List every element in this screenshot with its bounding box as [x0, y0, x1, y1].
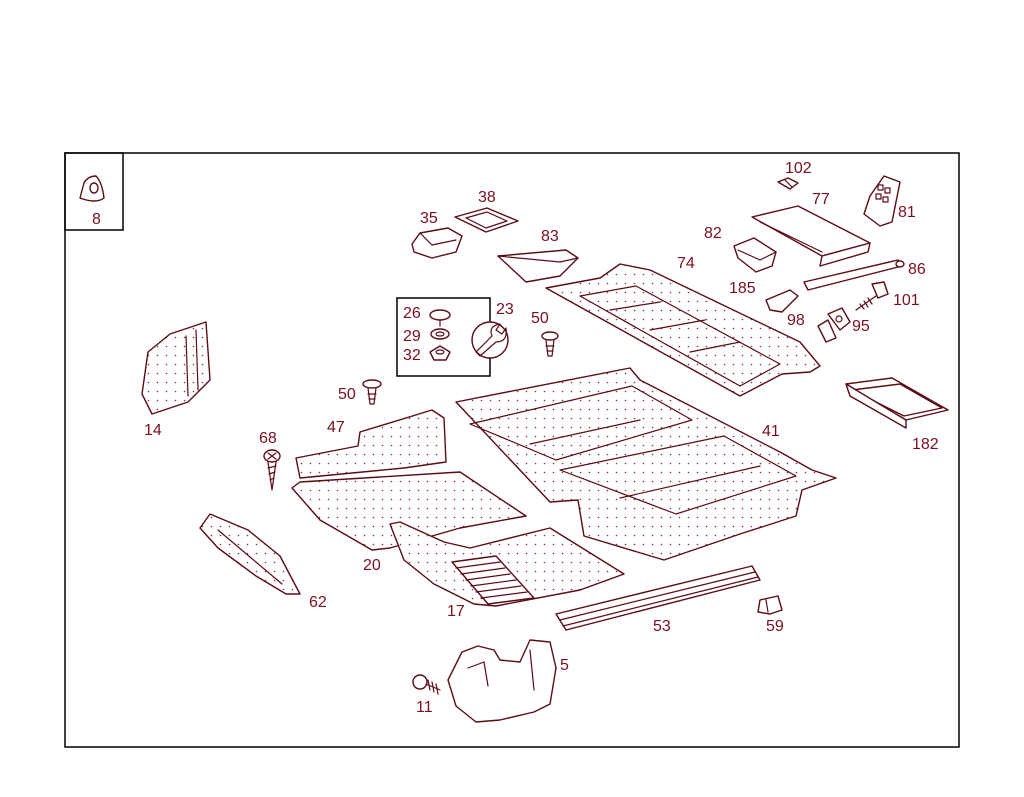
label-part-101: 101: [893, 292, 920, 309]
part-59-clip[interactable]: [757, 595, 783, 615]
label-part-83: 83: [541, 228, 559, 245]
label-part-41: 41: [762, 423, 780, 440]
label-part-185: 185: [729, 280, 756, 297]
part-62-side-trim[interactable]: [199, 513, 301, 595]
label-part-5: 5: [560, 657, 569, 674]
label-part-182: 182: [912, 436, 939, 453]
part-74-rear-panel[interactable]: [545, 263, 821, 397]
part-11-screw[interactable]: [412, 674, 441, 695]
label-part-50-lower: 50: [338, 386, 356, 403]
label-part-23: 23: [496, 301, 514, 318]
label-part-26: 26: [403, 305, 421, 322]
label-part-35: 35: [420, 210, 438, 227]
label-part-95: 95: [852, 318, 870, 335]
part-77-board[interactable]: [751, 205, 871, 267]
label-part-68: 68: [259, 430, 277, 447]
part-14-side-panel[interactable]: [141, 321, 211, 415]
label-part-20: 20: [363, 557, 381, 574]
part-20-floor-mat[interactable]: [291, 471, 527, 551]
label-part-11: 11: [416, 699, 433, 716]
part-8-grommet[interactable]: [79, 175, 105, 202]
label-part-82: 82: [704, 225, 722, 242]
part-102-clip[interactable]: [777, 177, 799, 190]
part-17-front-mat[interactable]: [389, 521, 625, 607]
part-53-sill-strip[interactable]: [555, 565, 761, 631]
part-29-washer[interactable]: [430, 328, 450, 340]
part-38-cover[interactable]: [454, 207, 519, 233]
label-part-47: 47: [327, 419, 345, 436]
part-35-cap[interactable]: [411, 227, 463, 259]
label-part-74: 74: [677, 255, 695, 272]
label-part-32: 32: [403, 347, 421, 364]
part-47-floor-mat[interactable]: [295, 409, 447, 479]
part-23-wrench-icon[interactable]: [471, 321, 509, 359]
label-part-14: 14: [144, 422, 162, 439]
label-part-50-upper: 50: [531, 310, 549, 327]
part-32-nut[interactable]: [429, 345, 451, 361]
part-26-rivet[interactable]: [429, 309, 451, 327]
part-83-tray[interactable]: [497, 249, 579, 283]
part-41-main-carpet[interactable]: [455, 367, 837, 561]
part-95-catch[interactable]: [827, 307, 851, 331]
label-part-86: 86: [908, 261, 926, 278]
label-part-81: 81: [898, 204, 916, 221]
part-50-push-clip-upper[interactable]: [541, 331, 559, 357]
part-5-kick-panel[interactable]: [447, 639, 557, 723]
inset-box-part-8: [64, 152, 124, 231]
part-185-hinge[interactable]: [765, 289, 799, 313]
part-68-screw[interactable]: [263, 449, 281, 491]
label-part-102: 102: [785, 160, 812, 177]
label-part-98: 98: [787, 312, 805, 329]
label-part-53: 53: [653, 618, 671, 635]
label-part-38: 38: [478, 189, 496, 206]
part-50-push-clip-lower[interactable]: [362, 379, 382, 405]
part-98-latch[interactable]: [817, 319, 837, 343]
label-part-8: 8: [92, 211, 101, 228]
label-part-59: 59: [766, 618, 784, 635]
diagram-frame: [64, 152, 960, 748]
part-82-clamp[interactable]: [733, 237, 777, 273]
part-81-bracket[interactable]: [863, 175, 901, 227]
part-101-screw[interactable]: [855, 281, 889, 311]
label-part-17: 17: [447, 603, 465, 620]
label-part-77: 77: [812, 191, 830, 208]
part-182-box[interactable]: [845, 377, 949, 429]
label-part-62: 62: [309, 594, 327, 611]
part-86-rod[interactable]: [803, 259, 905, 291]
label-part-29: 29: [403, 328, 421, 345]
